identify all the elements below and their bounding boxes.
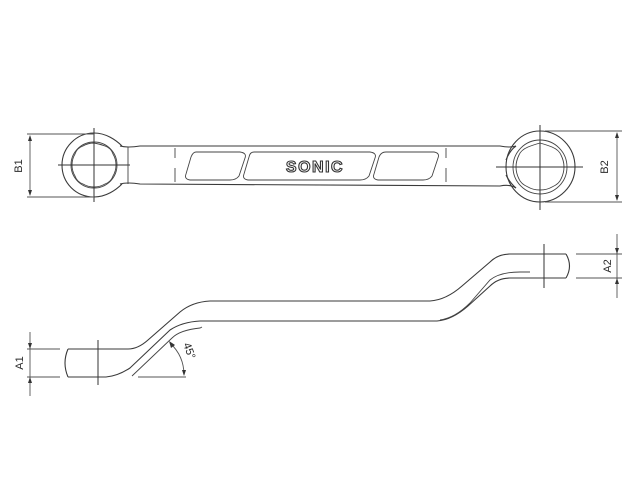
left-ring-head [58,128,130,202]
angle-dimension: 45° [138,341,197,378]
shaft-recess-center [243,151,376,181]
dimension-b2: B2 [545,130,622,203]
top-view-wrench: SONIC B1 B2 [13,125,622,210]
dimension-b1: B1 [13,133,94,198]
shaft-recess-right [373,151,439,181]
dimension-label-b1: B1 [13,159,25,172]
dimension-label-a2: A2 [602,259,614,272]
shaft-recess-left [185,151,246,181]
dimension-a1: A1 [14,332,60,396]
side-view-wrench: A1 A2 45° [14,234,622,396]
right-ring-head [496,125,583,210]
dimension-label-b2: B2 [599,160,611,173]
angle-label: 45° [180,341,197,361]
brand-logo: SONIC [286,159,344,176]
dimension-a2: A2 [576,234,622,298]
dimension-label-a1: A1 [14,356,26,369]
